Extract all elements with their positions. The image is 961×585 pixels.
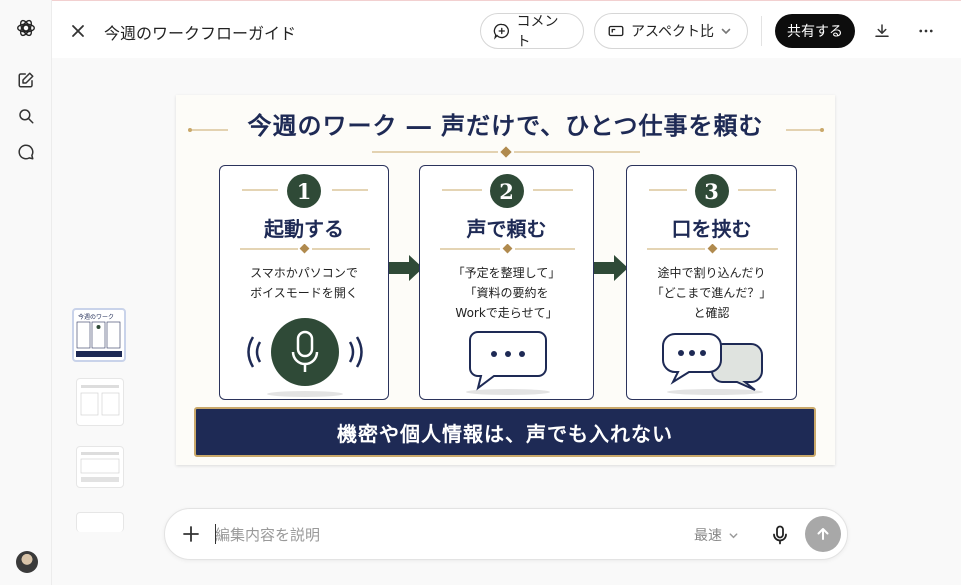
step-card-2: 2 声で頼む 「予定を整理して」 「資料の要約を Workで走らせて」 bbox=[419, 165, 594, 400]
add-attachment-button[interactable] bbox=[179, 522, 203, 546]
card-ornament-icon bbox=[242, 189, 368, 191]
slide-thumbnail[interactable] bbox=[76, 512, 124, 532]
step-line: 「資料の要約を bbox=[464, 286, 549, 300]
slide-title: 今週のワーク ― 声だけで、ひとつ仕事を頼む bbox=[247, 111, 764, 140]
speech-bubble-icon bbox=[466, 331, 550, 395]
step-number: 2 bbox=[489, 174, 524, 208]
chevron-down-icon bbox=[729, 532, 738, 538]
divider-ornament-icon bbox=[440, 244, 575, 254]
share-button[interactable]: 共有する bbox=[775, 14, 855, 48]
add-comment-icon bbox=[493, 23, 509, 40]
model-label: 最速 bbox=[694, 528, 722, 544]
microphone-icon bbox=[773, 525, 787, 545]
voice-input-button[interactable] bbox=[768, 523, 792, 547]
divider-ornament-icon bbox=[647, 244, 778, 254]
step-body: 途中で割り込んだり 「どこまで進んだ？」 と確認 bbox=[627, 263, 796, 323]
new-chat-icon[interactable] bbox=[12, 66, 40, 94]
download-icon bbox=[875, 24, 889, 37]
search-icon[interactable] bbox=[12, 102, 40, 130]
plus-icon bbox=[183, 526, 199, 542]
close-icon bbox=[72, 25, 84, 37]
slide-canvas[interactable]: 今週のワーク ― 声だけで、ひとつ仕事を頼む 1 起動する スマホかパソコンで … bbox=[176, 95, 835, 465]
thumbnail-preview-icon bbox=[80, 385, 120, 416]
step-number: 1 bbox=[287, 174, 321, 208]
card-ornament-icon bbox=[649, 189, 776, 191]
openai-logo-icon[interactable] bbox=[12, 14, 40, 42]
step-heading: 声で頼む bbox=[466, 217, 547, 241]
comment-button[interactable]: コメント bbox=[480, 13, 584, 50]
step-line: ボイスモードを開く bbox=[250, 286, 358, 300]
step-line: 「どこまで進んだ？」 bbox=[651, 286, 772, 300]
thumbnail-preview-icon bbox=[80, 452, 120, 482]
step-line: 「予定を整理して」 bbox=[452, 266, 561, 280]
aspect-ratio-label: アスペクト比 bbox=[631, 24, 715, 40]
text-cursor bbox=[215, 524, 216, 544]
composer: 最速 bbox=[164, 508, 848, 560]
chevron-down-icon bbox=[721, 28, 731, 35]
step-line: 途中で割り込んだり bbox=[657, 266, 766, 280]
step-body: スマホかパソコンで ボイスモードを開く bbox=[220, 263, 388, 303]
arrow-up-icon bbox=[817, 528, 829, 540]
prompt-input[interactable] bbox=[215, 525, 675, 545]
step-number: 3 bbox=[694, 174, 729, 208]
more-options-button[interactable] bbox=[913, 18, 939, 44]
title-ornament-icon bbox=[188, 128, 824, 158]
step-line: と確認 bbox=[693, 306, 730, 320]
thumbnail-label: 今週のワーク bbox=[78, 314, 115, 321]
slide-thumbnail[interactable] bbox=[76, 378, 124, 426]
step-heading: 口を挟む bbox=[671, 217, 752, 241]
conversation-bubbles-icon bbox=[662, 333, 763, 395]
step-card-3: 3 口を挟む 途中で割り込んだり 「どこまで進んだ？」 と確認 bbox=[626, 165, 797, 400]
top-bar: 今週のワークフローガイド コメント アスペクト比 共有する bbox=[52, 0, 961, 58]
card-ornament-icon bbox=[442, 189, 573, 191]
warning-banner: 機密や個人情報は、声でも入れない bbox=[194, 407, 816, 457]
arrow-right-icon bbox=[389, 255, 423, 281]
slide-thumbnail[interactable]: 今週のワーク bbox=[72, 308, 126, 362]
step-card-1: 1 起動する スマホかパソコンで ボイスモードを開く bbox=[219, 165, 389, 400]
step-line: スマホかパソコンで bbox=[250, 266, 358, 280]
step-line: Workで走らせて」 bbox=[455, 306, 558, 320]
toolbar-divider bbox=[761, 16, 762, 46]
microphone-icon bbox=[247, 318, 363, 397]
chat-bubble-icon[interactable] bbox=[12, 138, 40, 166]
send-button[interactable] bbox=[805, 516, 841, 552]
document-title: 今週のワークフローガイド bbox=[104, 24, 297, 43]
slide-thumbnail[interactable] bbox=[76, 446, 124, 488]
aspect-ratio-icon bbox=[608, 25, 624, 37]
model-selector[interactable]: 最速 bbox=[694, 525, 739, 545]
left-rail bbox=[0, 0, 52, 585]
avatar[interactable] bbox=[16, 551, 38, 573]
step-heading: 起動する bbox=[264, 217, 344, 241]
thumbnail-preview-icon bbox=[76, 321, 122, 357]
step-body: 「予定を整理して」 「資料の要約を Workで走らせて」 bbox=[420, 263, 593, 323]
divider-ornament-icon bbox=[240, 244, 370, 254]
arrow-right-icon bbox=[594, 255, 628, 281]
close-button[interactable] bbox=[66, 19, 90, 43]
comment-label: コメント bbox=[516, 14, 559, 50]
more-icon bbox=[919, 29, 933, 33]
download-button[interactable] bbox=[869, 18, 895, 44]
aspect-ratio-dropdown[interactable]: アスペクト比 bbox=[594, 13, 748, 49]
